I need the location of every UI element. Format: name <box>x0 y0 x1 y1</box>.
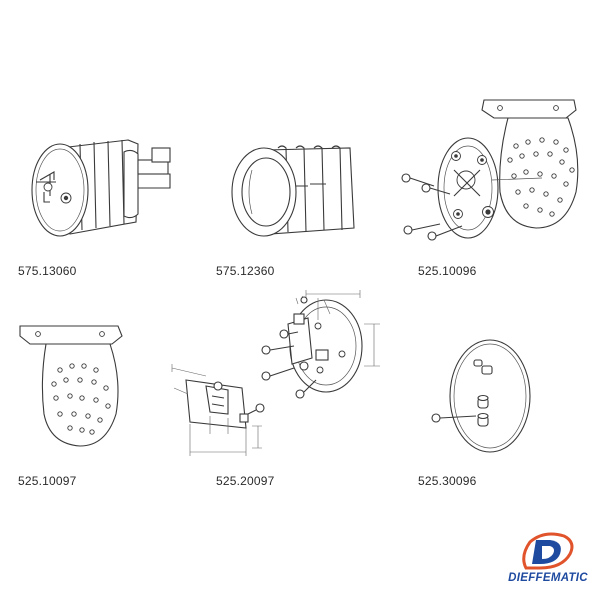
part-drawing-525-10097 <box>18 318 138 458</box>
bracket-with-support-plate-icon <box>401 99 579 241</box>
part-code: 525.20097 <box>216 474 275 488</box>
part-drawing-525-30096 <box>428 336 538 456</box>
brand-name: DIEFFEMATIC <box>508 572 588 584</box>
part-drawing-575-12360 <box>226 140 366 240</box>
support-disc-icon <box>431 339 531 453</box>
drive-crown-icon <box>231 145 355 237</box>
motor-adapter-crown-icon <box>31 139 171 237</box>
brand-logo: DIEFFEMATIC <box>500 532 596 596</box>
part-drawing-575-13060 <box>20 130 180 240</box>
dieffematic-logo-icon <box>522 532 574 570</box>
bracket-with-dimensions-icon <box>171 290 380 456</box>
wall-bracket-plate-icon <box>19 325 123 447</box>
part-code: 525.30096 <box>418 474 477 488</box>
part-code: 575.12360 <box>216 264 275 278</box>
part-drawing-525-20097 <box>166 284 392 468</box>
part-code: 525.10097 <box>18 474 77 488</box>
part-drawing-525-10096 <box>396 96 591 251</box>
part-code: 575.13060 <box>18 264 77 278</box>
part-code: 525.10096 <box>418 264 477 278</box>
